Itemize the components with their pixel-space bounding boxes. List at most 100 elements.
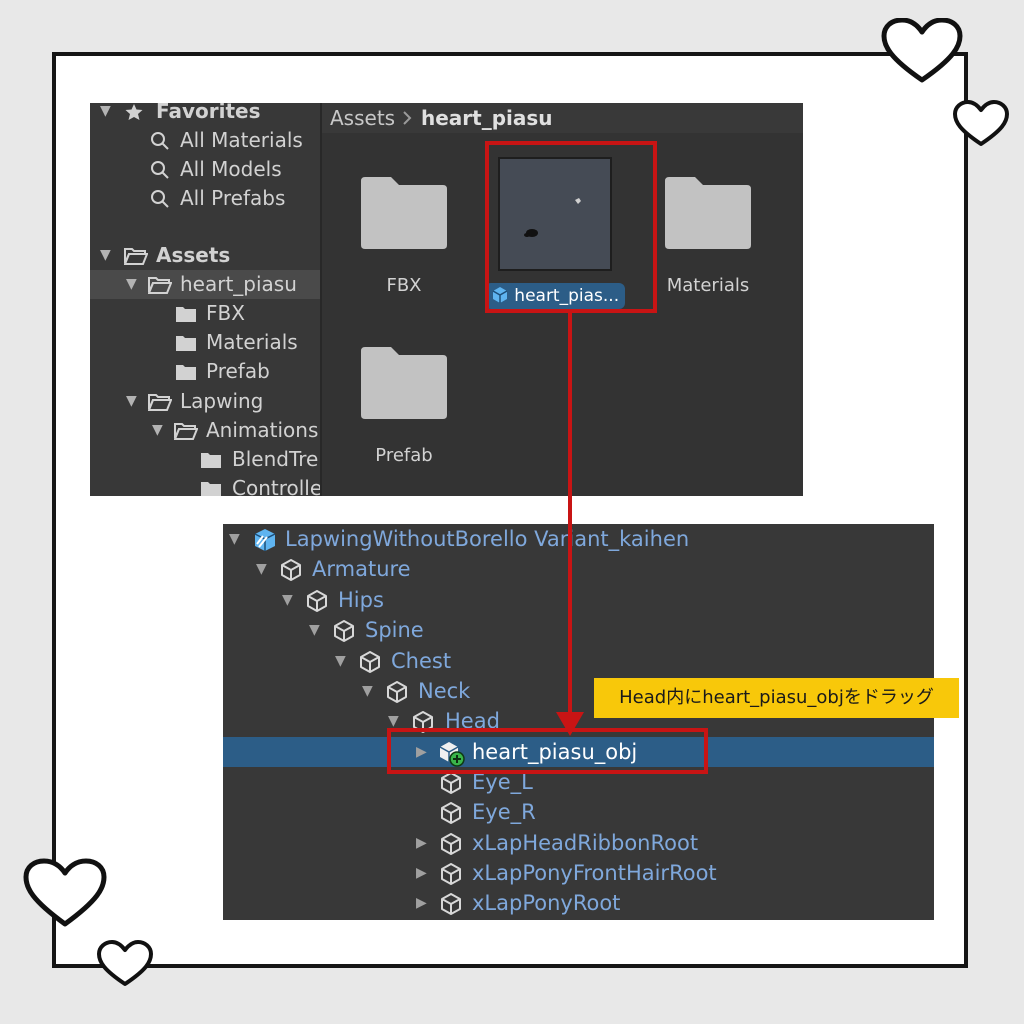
hierarchy-item-label: Spine — [365, 618, 424, 642]
tree-item-all-models[interactable]: All Models — [90, 155, 320, 184]
asset-folder-fbx[interactable]: FBX — [339, 175, 469, 296]
project-folder-tree: ▼ Favorites All Materials All Models All… — [90, 103, 320, 496]
folder-icon — [361, 347, 447, 419]
expand-arrow-icon[interactable]: ▼ — [100, 247, 111, 263]
hierarchy-item-label: Chest — [391, 649, 452, 673]
hierarchy-item-hips[interactable]: ▼ Hips — [223, 585, 934, 615]
hierarchy-item-spine[interactable]: ▼ Spine — [223, 615, 934, 645]
expand-arrow-icon[interactable]: ▼ — [100, 103, 111, 119]
search-icon — [151, 190, 169, 208]
gameobject-icon — [307, 590, 327, 612]
tree-item-materials[interactable]: Materials — [90, 328, 320, 357]
hierarchy-item-label: xLapPonyFrontHairRoot — [472, 861, 717, 885]
prefab-highlight-box — [485, 141, 657, 313]
expand-arrow-icon[interactable]: ▼ — [126, 276, 137, 292]
folder-open-icon — [148, 394, 172, 411]
gameobject-icon — [441, 802, 461, 824]
gameobject-icon — [441, 772, 461, 794]
folder-icon — [201, 453, 221, 468]
search-icon — [151, 132, 169, 150]
tree-item-label: Animations — [206, 418, 319, 442]
tree-item-label: Lapwing — [180, 389, 264, 413]
breadcrumb: Assets heart_piasu — [322, 103, 803, 133]
asset-label: FBX — [386, 275, 422, 296]
hierarchy-item-eye-l[interactable]: Eye_L — [223, 767, 934, 797]
prefab-add-icon — [439, 742, 465, 767]
breadcrumb-current[interactable]: heart_piasu — [421, 106, 553, 130]
expand-arrow-icon[interactable]: ▼ — [256, 561, 267, 577]
tree-item-all-prefabs[interactable]: All Prefabs — [90, 184, 320, 213]
expand-arrow-icon[interactable]: ▶ — [416, 835, 427, 851]
expand-arrow-icon[interactable]: ▶ — [416, 895, 427, 911]
hierarchy-item-label: Armature — [312, 557, 411, 581]
hierarchy-item-eye-r[interactable]: Eye_R — [223, 797, 934, 827]
tree-item-label: Materials — [206, 330, 298, 354]
gameobject-icon — [387, 681, 407, 703]
folder-icon — [176, 365, 196, 380]
breadcrumb-root[interactable]: Assets — [330, 106, 396, 130]
asset-label: Materials — [666, 275, 750, 296]
tree-item-animations[interactable]: ▼ Animations — [90, 416, 320, 445]
expand-arrow-icon[interactable]: ▼ — [229, 531, 240, 547]
chevron-right-icon — [403, 111, 412, 125]
folder-icon — [176, 307, 196, 322]
hierarchy-item-label: Eye_L — [472, 770, 533, 794]
asset-prefab-heart-piasu[interactable]: heart_pias... — [480, 157, 630, 309]
prefab-variant-icon — [254, 529, 276, 551]
tree-item-label: FBX — [206, 301, 245, 325]
expand-arrow-icon[interactable]: ▼ — [126, 393, 137, 409]
gameobject-icon — [334, 620, 354, 642]
tree-item-label: heart_piasu — [180, 272, 297, 296]
instruction-callout: Head内にheart_piasu_objをドラッグ — [594, 678, 959, 718]
expand-arrow-icon[interactable]: ▼ — [335, 653, 346, 669]
hierarchy-window: ▼ LapwingWithoutBorello Variant_kaihen ▼… — [223, 524, 934, 920]
expand-arrow-icon[interactable]: ▼ — [362, 683, 373, 699]
tree-item-heart-piasu[interactable]: ▼ heart_piasu — [90, 270, 320, 299]
expand-arrow-icon[interactable]: ▼ — [309, 622, 320, 638]
hierarchy-item-xlapponyfronthairroot[interactable]: ▶ xLapPonyFrontHairRoot — [223, 858, 934, 888]
prefab-thumbnail — [498, 157, 612, 271]
expand-arrow-icon[interactable]: ▼ — [152, 422, 163, 438]
tree-item-assets[interactable]: ▼ Assets — [90, 241, 320, 270]
hierarchy-item-neck[interactable]: ▼ Neck — [223, 676, 934, 706]
tree-item-favorites[interactable]: ▼ Favorites — [90, 103, 320, 126]
gameobject-icon — [441, 833, 461, 855]
hierarchy-item-label: Neck — [418, 679, 471, 703]
tree-item-label: All Materials — [180, 128, 303, 152]
tree-item-fbx[interactable]: FBX — [90, 299, 320, 328]
asset-folder-materials[interactable]: Materials — [643, 175, 773, 296]
heart-mesh-preview-icon — [524, 198, 581, 237]
expand-arrow-icon[interactable]: ▼ — [388, 713, 399, 729]
asset-folder-prefab[interactable]: Prefab — [339, 345, 469, 466]
tree-item-controlle[interactable]: Controlle — [90, 474, 320, 496]
hierarchy-item-xlapponyroot[interactable]: ▶ xLapPonyRoot — [223, 888, 934, 918]
hierarchy-item-armature[interactable]: ▼ Armature — [223, 554, 934, 584]
hierarchy-item-heart-piasu-obj[interactable]: ▶ heart_piasu_obj — [223, 737, 934, 767]
expand-arrow-icon[interactable]: ▶ — [416, 744, 427, 760]
expand-arrow-icon[interactable]: ▶ — [416, 865, 427, 881]
hierarchy-item-xlapheadribbonroot[interactable]: ▶ xLapHeadRibbonRoot — [223, 828, 934, 858]
gameobject-icon — [281, 559, 301, 581]
tree-item-all-materials[interactable]: All Materials — [90, 126, 320, 155]
hierarchy-item-label: xLapHeadRibbonRoot — [472, 831, 699, 855]
heart-icon — [881, 18, 963, 83]
folder-open-icon — [174, 423, 198, 440]
expand-arrow-icon[interactable]: ▼ — [282, 592, 293, 608]
prefab-cube-icon — [492, 287, 508, 303]
gameobject-icon — [441, 893, 461, 915]
hierarchy-item-chest[interactable]: ▼ Chest — [223, 646, 934, 676]
folder-icon — [201, 482, 221, 496]
folder-open-icon — [148, 277, 172, 294]
tree-item-lapwing[interactable]: ▼ Lapwing — [90, 387, 320, 416]
tree-item-label: All Prefabs — [180, 186, 286, 210]
folder-icon — [665, 177, 751, 249]
hierarchy-item-root[interactable]: ▼ LapwingWithoutBorello Variant_kaihen — [223, 524, 934, 554]
hierarchy-item-label: heart_piasu_obj — [472, 740, 638, 764]
tree-item-prefab[interactable]: Prefab — [90, 357, 320, 386]
tree-item-blendtre[interactable]: BlendTre — [90, 445, 320, 474]
star-icon — [125, 104, 143, 120]
hierarchy-item-label: Eye_R — [472, 800, 536, 824]
gameobject-icon — [360, 651, 380, 673]
heart-icon — [97, 940, 153, 986]
tree-item-label: Prefab — [206, 359, 270, 383]
